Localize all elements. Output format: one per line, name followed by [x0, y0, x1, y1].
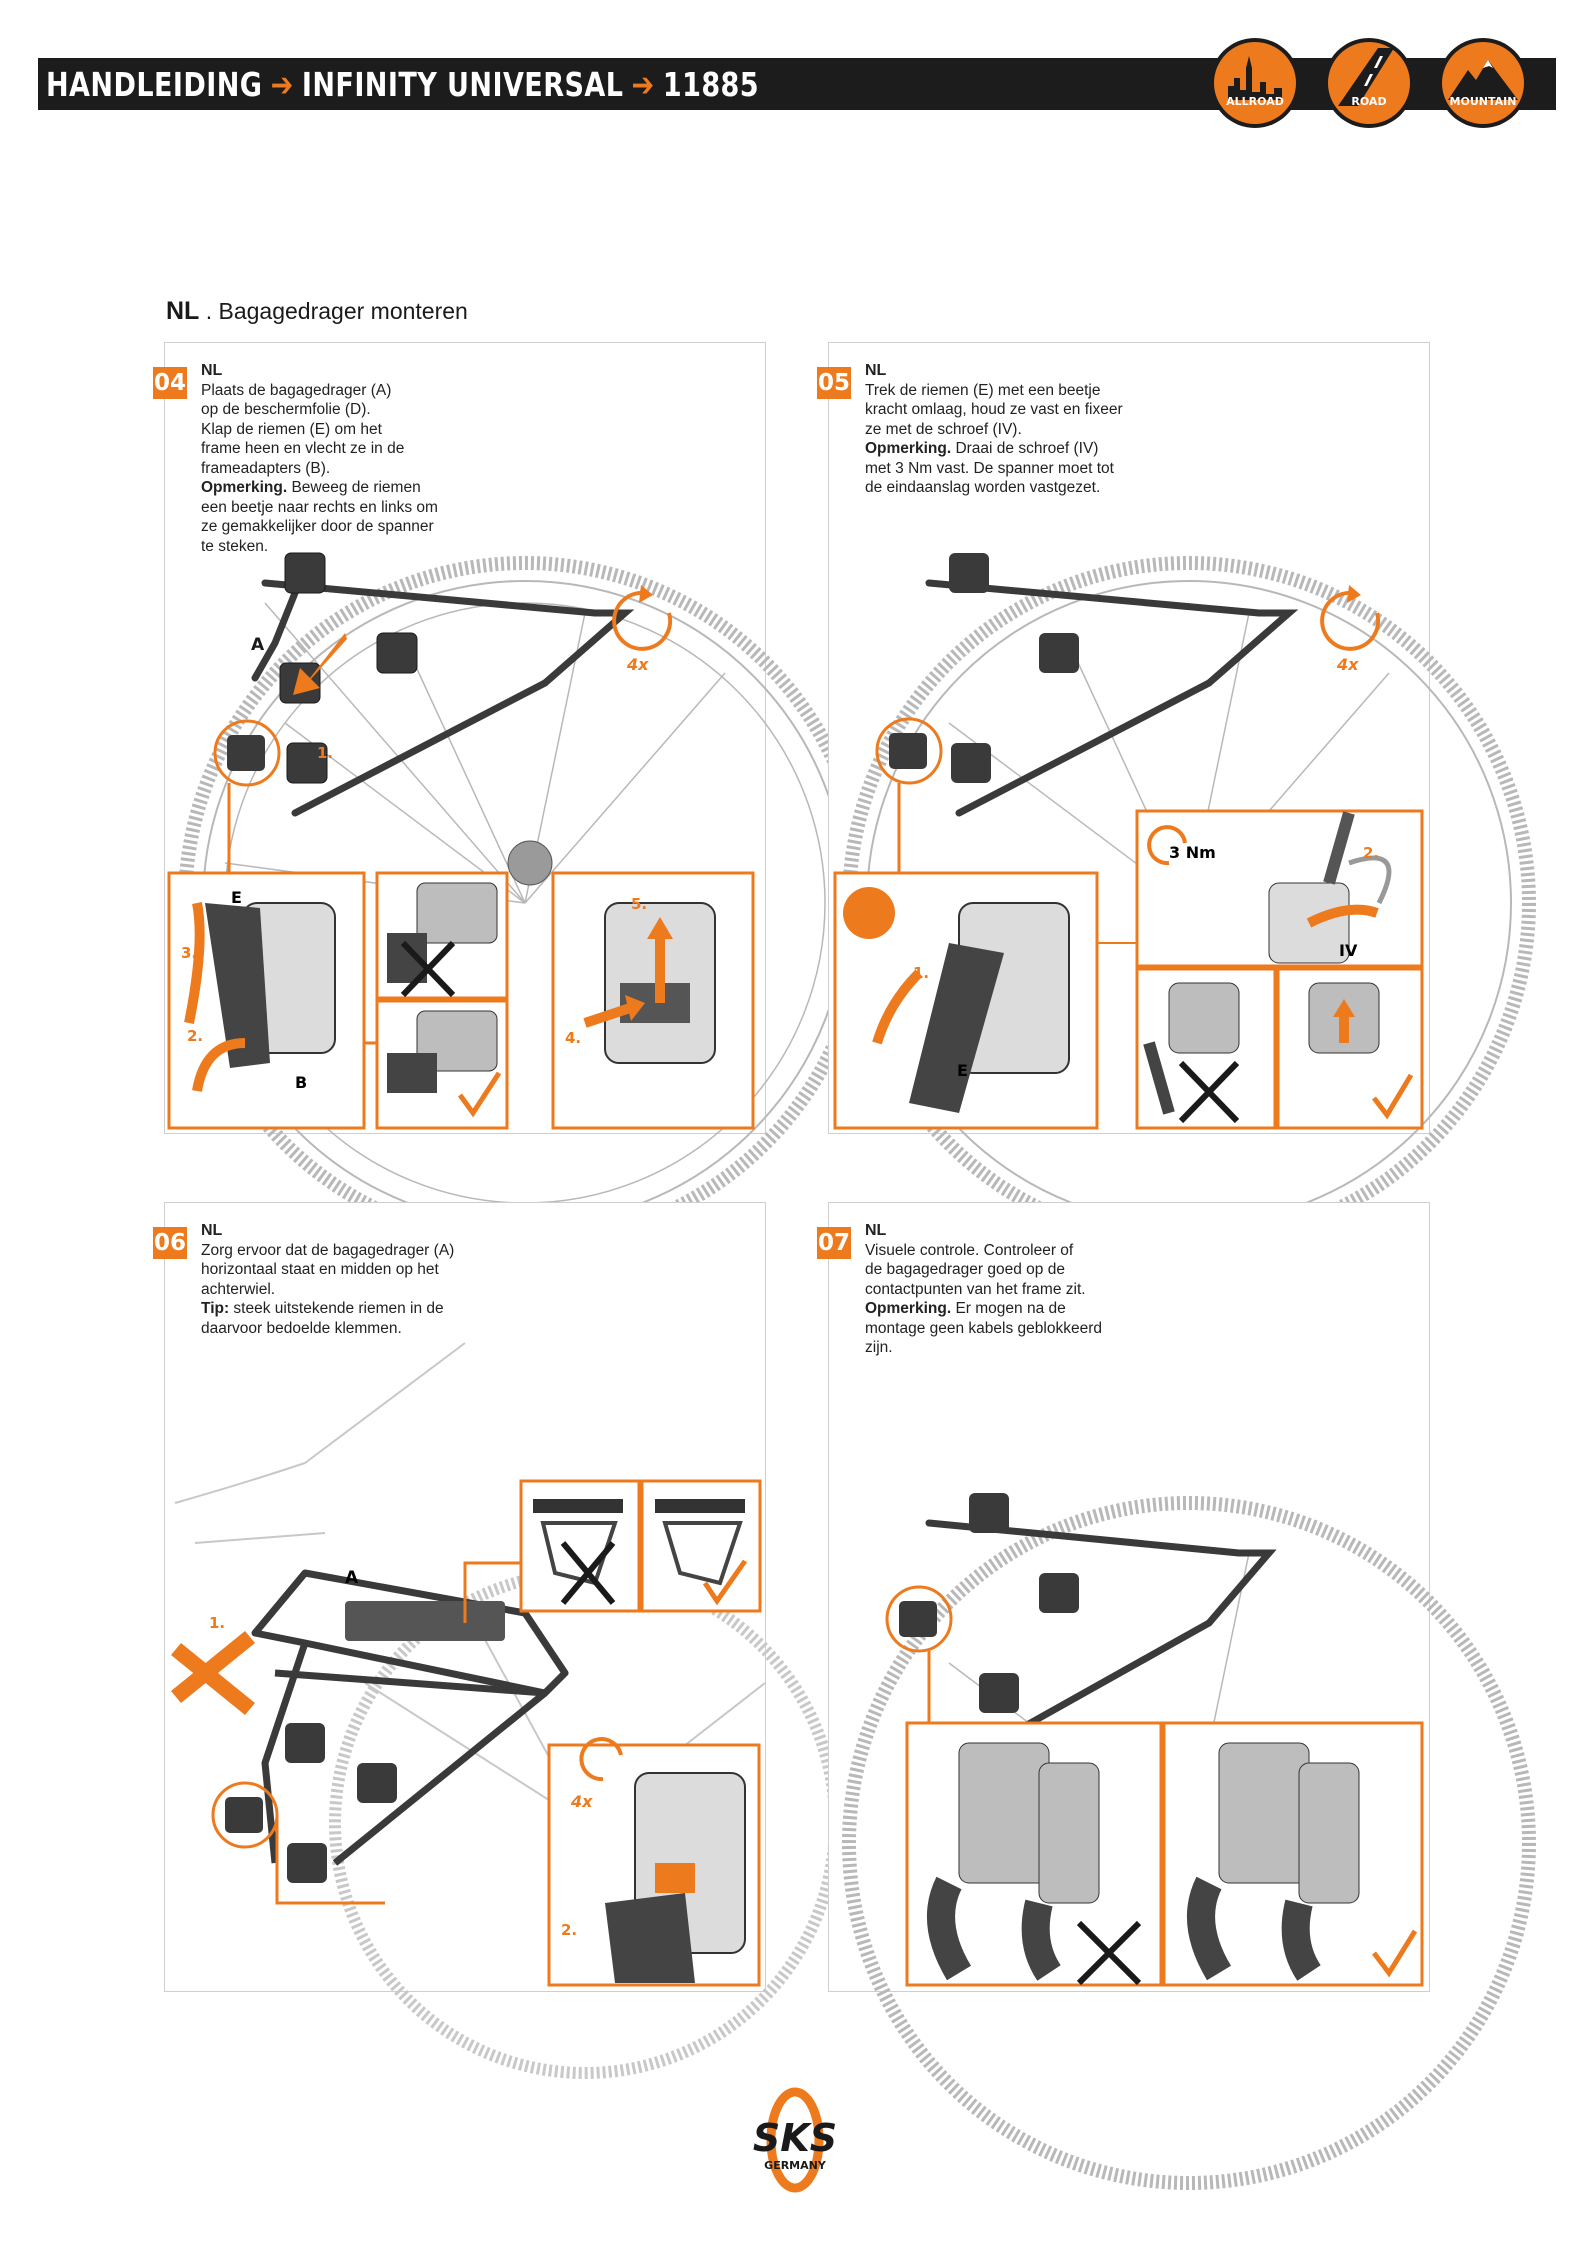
- torque-value: 3 Nm: [1169, 843, 1216, 862]
- step-language: NL: [201, 1222, 223, 1239]
- note-label: Opmerking.: [865, 440, 952, 457]
- note-label: Tip:: [201, 1300, 230, 1317]
- text-line: ze met de schroef (IV).: [865, 420, 1022, 438]
- arrow-number: 1.: [209, 1614, 225, 1632]
- label-iv: IV: [1339, 941, 1358, 960]
- brand-sub: GERMANY: [764, 2159, 827, 2172]
- badge-label: MOUNTAIN: [1449, 95, 1517, 108]
- step-05-panel: 4x 1. E 3 Nm 2. IV: [817, 342, 1536, 1250]
- label-b: B: [295, 1073, 307, 1092]
- text-line: Opmerking. Er mogen na de: [865, 1299, 1102, 1319]
- text-line: horizontaal staat en midden op het: [201, 1261, 439, 1278]
- arrow-number: 2.: [187, 1027, 203, 1045]
- section-title: NL . Bagagedrager monteren: [166, 297, 468, 326]
- text-line: Opmerking. Draai de schroef (IV): [865, 439, 1123, 459]
- text-line: Tip: steek uitstekende riemen in de: [201, 1299, 454, 1319]
- sks-logo: SKS GERMANY: [740, 2085, 850, 2195]
- step-04-text: NL Plaats de bagagedrager (A) op de besc…: [201, 361, 438, 556]
- header-arrow-icon: ➔: [631, 65, 655, 104]
- arrow-number: 4.: [565, 1029, 581, 1047]
- note-text: Draai de schroef (IV): [951, 440, 1099, 457]
- header-arrow-icon: ➔: [270, 65, 294, 104]
- text-line: Zorg ervoor dat de bagagedrager (A): [201, 1241, 455, 1259]
- city-icon: [1228, 56, 1282, 100]
- text-line: kracht omlaag, houd ze vast en fixeer: [865, 401, 1123, 418]
- text-line: een beetje naar rechts en links om: [201, 498, 438, 516]
- text-line: Klap de riemen (E) om het: [201, 420, 382, 438]
- arrow-number: 2.: [561, 1921, 577, 1939]
- text-line: de eindaanslag worden vastgezet.: [865, 479, 1101, 496]
- text-line: frame heen en vlecht ze in de: [201, 440, 405, 457]
- step-language: NL: [865, 1222, 887, 1239]
- step-07-panel: 07 NL Visuele controle. Controleer of de…: [817, 1202, 1536, 2190]
- mountain-badge: MOUNTAIN: [1438, 38, 1528, 128]
- step-06-text: NL Zorg ervoor dat de bagagedrager (A) h…: [201, 1221, 454, 1338]
- label-a: A: [251, 635, 265, 655]
- arrow-number: 3.: [181, 944, 197, 962]
- road-icon: [1338, 48, 1394, 106]
- step-07-illustration: [842, 1493, 1536, 2190]
- text-line: op de beschermfolie (D).: [201, 401, 371, 418]
- text-line: met 3 Nm vast. De spanner moet tot: [865, 459, 1114, 477]
- arrow-number: 2.: [1363, 844, 1379, 862]
- header-word-manual: HANDLEIDING: [46, 65, 263, 104]
- road-badge: ROAD: [1324, 38, 1414, 128]
- label-e: E: [231, 888, 242, 907]
- allroad-badge: ALLROAD: [1210, 38, 1300, 128]
- section-separator: .: [199, 298, 219, 324]
- step-06-illustration: 1. A 4x 2.: [171, 1342, 841, 2079]
- arrow-number: 1.: [913, 964, 929, 982]
- note-text: Beweeg de riemen: [287, 479, 421, 496]
- text-line: ze gemakkelijker door de spanner: [201, 518, 434, 535]
- step-language: NL: [865, 362, 887, 379]
- mountain-icon: [1448, 60, 1518, 100]
- repeat-count: 4x: [570, 1792, 593, 1811]
- step-05-illustration: 4x 1. E 3 Nm 2. IV: [833, 553, 1536, 1250]
- text-line: zijn.: [865, 1339, 893, 1356]
- step-05-text: NL Trek de riemen (E) met een beetje kra…: [865, 361, 1123, 498]
- arrow-number: 5.: [631, 895, 647, 913]
- label-e: E: [957, 1061, 968, 1080]
- text-line: Plaats de bagagedrager (A): [201, 381, 392, 399]
- step-number: 07: [817, 1227, 851, 1259]
- text-line: achterwiel.: [201, 1280, 276, 1298]
- repeat-count: 4x: [1336, 655, 1359, 674]
- text-line: te steken.: [201, 537, 269, 555]
- sks-logo-icon: SKS GERMANY: [753, 2087, 837, 2193]
- brand-name: SKS: [753, 2116, 837, 2160]
- step-language: NL: [201, 362, 223, 379]
- text-line: de bagagedrager goed op de: [865, 1261, 1065, 1278]
- arrow-number: 1.: [317, 744, 333, 762]
- text-line: daarvoor bedoelde klemmen.: [201, 1319, 402, 1337]
- step-number: 06: [153, 1227, 187, 1259]
- text-line: Visuele controle. Controleer of: [865, 1241, 1074, 1259]
- section-heading: Bagagedrager monteren: [218, 298, 468, 324]
- header-bar: [38, 58, 1556, 110]
- text-line: montage geen kabels geblokkeerd: [865, 1319, 1102, 1337]
- badge-label: ALLROAD: [1226, 95, 1284, 108]
- step-07-text: NL Visuele controle. Controleer of de ba…: [865, 1221, 1102, 1358]
- step-number: 04: [153, 367, 187, 399]
- header-product-name: INFINITY UNIVERSAL: [301, 65, 624, 104]
- step-06-panel: 1. A 4x 2. 06 NL Zorg ervoor dat de baga…: [153, 1202, 841, 2079]
- repeat-count: 4x: [626, 655, 649, 674]
- note-text: steek uitstekende riemen in de: [229, 1300, 444, 1317]
- text-line: Opmerking. Beweeg de riemen: [201, 478, 438, 498]
- header-title: HANDLEIDING➔INFINITY UNIVERSAL➔11885: [46, 60, 759, 110]
- text-line: frameadapters (B).: [201, 459, 331, 477]
- text-line: Trek de riemen (E) met een beetje: [865, 381, 1101, 399]
- step-number: 05: [817, 367, 851, 399]
- text-line: contactpunten van het frame zit.: [865, 1280, 1086, 1298]
- step-04-panel: A 1. 4x E B 3. 2.: [153, 342, 872, 1250]
- badge-label: ROAD: [1351, 95, 1387, 108]
- note-label: Opmerking.: [865, 1300, 952, 1317]
- label-a: A: [345, 1568, 359, 1588]
- note-text: Er mogen na de: [951, 1300, 1066, 1317]
- section-language: NL: [166, 297, 200, 325]
- header-product-number: 11885: [662, 65, 760, 104]
- note-label: Opmerking.: [201, 479, 288, 496]
